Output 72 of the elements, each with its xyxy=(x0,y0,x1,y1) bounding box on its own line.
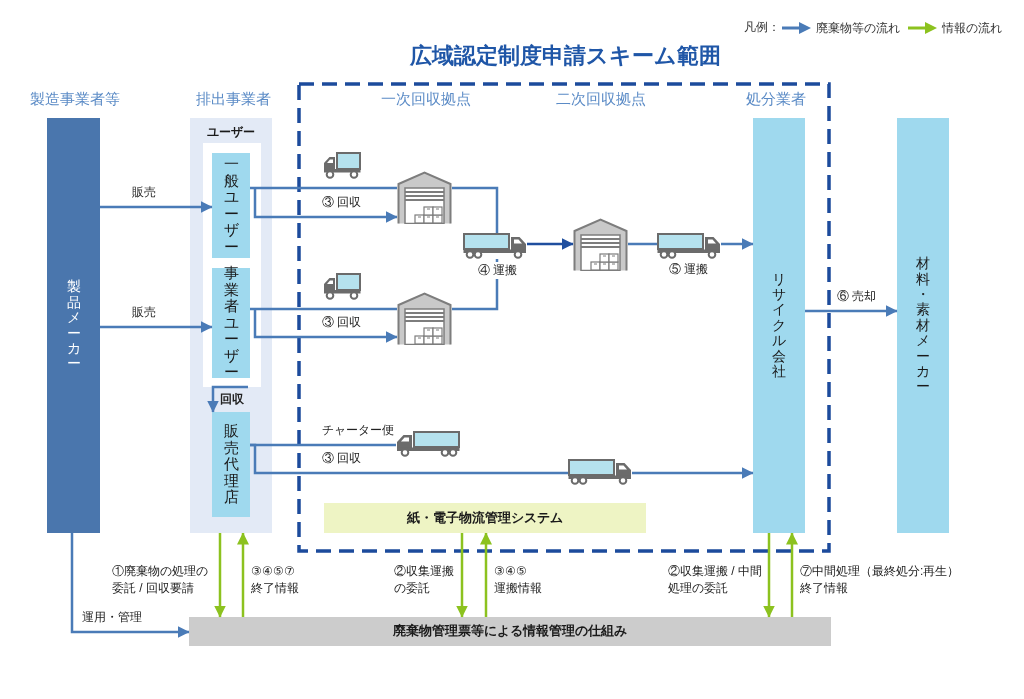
node-label: 材料・素材メーカー xyxy=(916,256,930,395)
edge-label: ③ 回収 xyxy=(322,194,362,211)
warehouse-icon xyxy=(397,292,452,345)
arrow xyxy=(207,385,248,413)
actor-column xyxy=(47,118,100,533)
edge-label: ②収集運搬の委託 xyxy=(394,563,455,597)
edge-label: 販売 xyxy=(132,184,156,201)
arrow xyxy=(805,305,898,317)
arrow xyxy=(70,533,190,638)
system-box xyxy=(324,503,646,533)
scope-boundary xyxy=(297,82,831,553)
arrow xyxy=(100,201,213,213)
legend-heading: 凡例： xyxy=(744,21,780,35)
node-label: 販売代理店 xyxy=(223,423,239,506)
arrow xyxy=(248,307,399,343)
edge-label: 販売 xyxy=(132,304,156,321)
edge-label: 運用・管理 xyxy=(82,609,142,626)
process-bar xyxy=(189,617,831,646)
connector-line xyxy=(452,186,499,233)
node-caption: ⑤ 運搬 xyxy=(669,262,709,277)
column-heading: 二次回収拠点 xyxy=(556,91,646,109)
arrow xyxy=(237,532,249,617)
arrow xyxy=(632,467,754,479)
node-label: 一般ユーザー xyxy=(223,156,239,255)
edge-label: ③ 回収 xyxy=(322,314,362,331)
actor-box xyxy=(212,412,250,517)
column-heading: 排出事業者 xyxy=(196,91,271,109)
diagram-title: 広域認定制度申請スキーム範囲 xyxy=(409,43,721,70)
column-heading: 処分業者 xyxy=(746,91,806,109)
legend-label: 情報の流れ xyxy=(942,21,1002,35)
connector-line xyxy=(628,242,657,246)
column-heading: 製造事業者等 xyxy=(30,91,120,109)
node-label: 紙・電子物流管理システム xyxy=(407,509,563,527)
group-box xyxy=(203,143,261,387)
arrow xyxy=(214,533,226,618)
edge-label: ⑥ 売却 xyxy=(837,288,877,305)
arrow xyxy=(527,238,574,250)
node-label: 事業者ユーザー xyxy=(223,265,239,381)
actor-column xyxy=(897,118,949,533)
group-panel xyxy=(190,118,272,533)
node-label: 製品メーカー xyxy=(66,279,81,372)
arrow xyxy=(763,533,775,618)
node-label: ユーザー xyxy=(207,125,255,140)
connector-line xyxy=(250,443,568,475)
edge-label: ④ 運搬 xyxy=(477,262,519,279)
node-label: 廃棄物管理票等による情報管理の仕組み xyxy=(393,623,627,640)
truck-icon xyxy=(396,431,460,457)
edge-label: 回収 xyxy=(220,391,244,408)
arrow xyxy=(248,186,399,223)
node-caption: チャーター便 xyxy=(322,423,394,438)
node-label: リサイクル会社 xyxy=(772,271,786,380)
warehouse-icon xyxy=(573,218,628,271)
edge-label: ③④⑤運搬情報 xyxy=(494,563,542,597)
actor-column xyxy=(753,118,805,533)
edge-label: ③④⑤⑦終了情報 xyxy=(251,563,299,597)
edge-label: ⑦中間処理（最終処分:再生）終了情報 xyxy=(800,563,961,597)
truck-icon xyxy=(463,233,527,259)
arrow xyxy=(721,238,754,250)
truck-icon xyxy=(657,233,721,259)
edge-label: ①廃棄物の処理の委託 / 回収要請 xyxy=(112,563,209,597)
actor-box xyxy=(212,153,250,258)
truck-icon xyxy=(568,459,632,485)
edge-label: ②収集運搬 / 中間処理の委託 xyxy=(668,563,763,597)
edge-label: ③ 回収 xyxy=(322,450,362,467)
connector-line xyxy=(452,259,499,311)
arrow xyxy=(786,532,798,617)
column-heading: 一次回収拠点 xyxy=(381,91,471,109)
legend-label: 廃棄物等の流れ xyxy=(816,21,900,35)
arrow xyxy=(100,321,213,333)
arrow xyxy=(456,533,468,618)
warehouse-icon xyxy=(397,171,452,224)
arrow xyxy=(480,532,492,617)
